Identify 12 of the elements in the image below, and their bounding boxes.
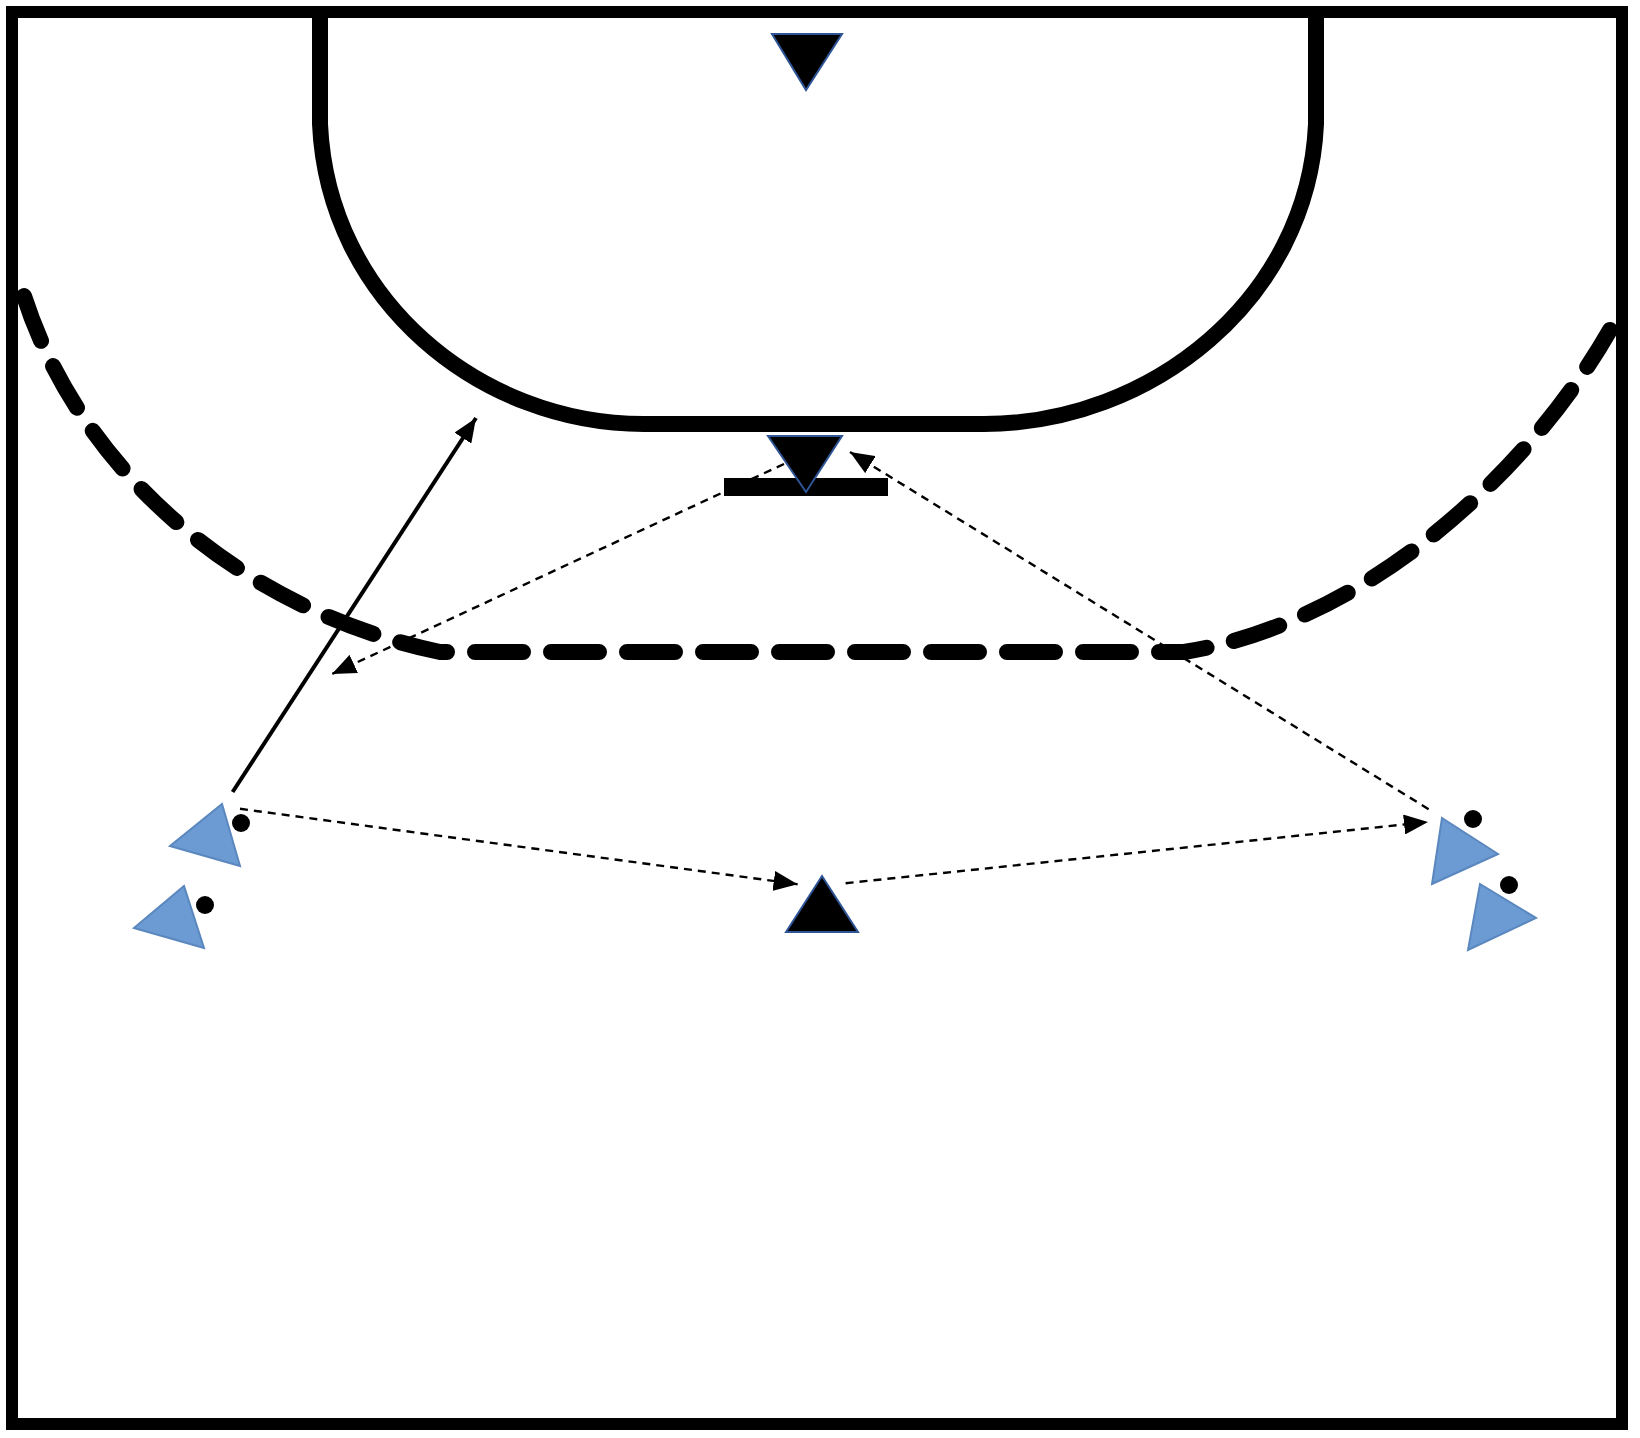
pass-arrow — [331, 462, 785, 676]
player-triangle — [134, 886, 204, 948]
player-triangle — [1468, 884, 1536, 950]
player-triangle — [772, 34, 842, 90]
run-arrow — [230, 416, 478, 794]
pass-arrow — [239, 807, 798, 891]
player-triangle — [786, 876, 858, 932]
player-triangle — [1432, 818, 1498, 884]
player-triangle — [170, 804, 240, 866]
pass-arrow — [845, 814, 1429, 885]
pass-arrow — [849, 450, 1430, 811]
player-triangle — [768, 436, 842, 492]
